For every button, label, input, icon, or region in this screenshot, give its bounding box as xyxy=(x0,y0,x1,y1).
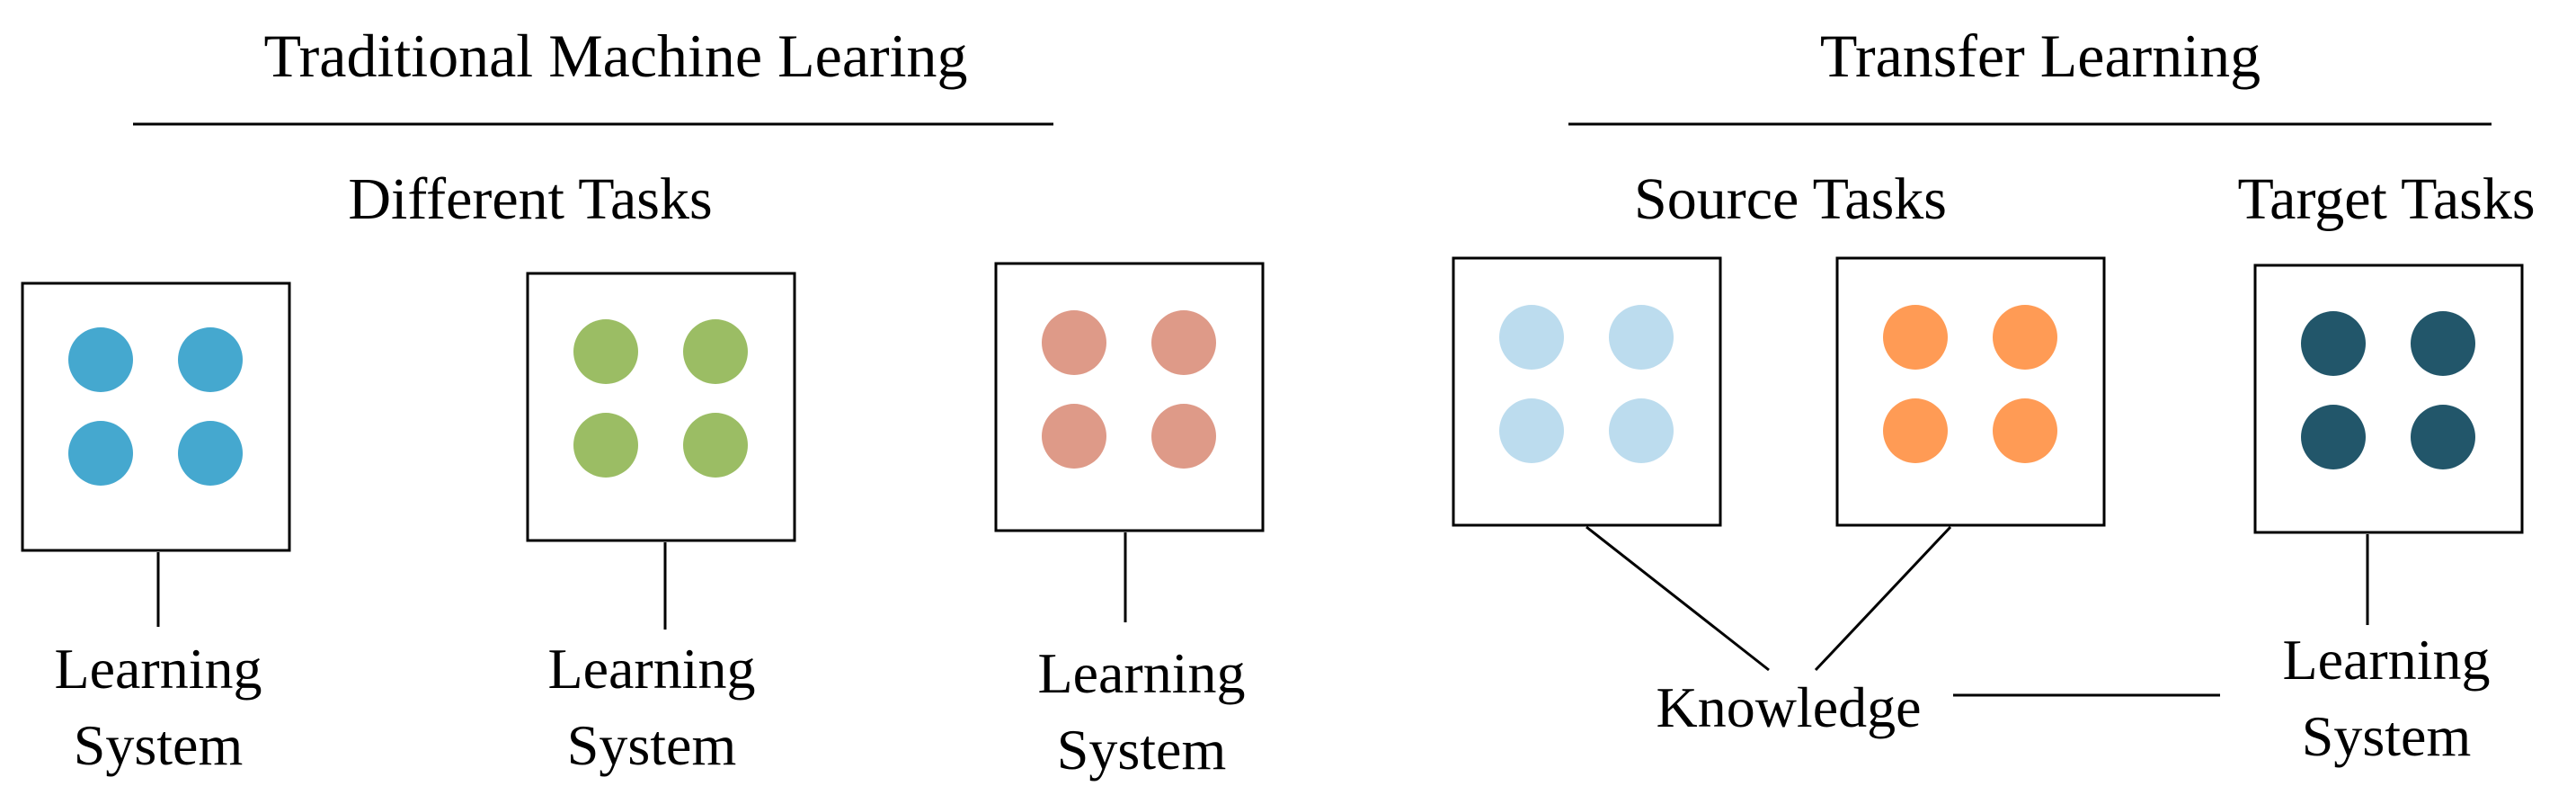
dot-2 xyxy=(2411,311,2475,376)
dot-2 xyxy=(1609,305,1674,370)
dot-2 xyxy=(1151,310,1216,375)
task-box xyxy=(2253,264,2524,534)
task-box xyxy=(21,281,291,552)
transfer-title: Transfer Learning xyxy=(1820,22,2261,90)
dot-4 xyxy=(1609,398,1674,463)
source-task-1 xyxy=(1452,256,1722,527)
dot-2 xyxy=(178,327,243,392)
target-tasks-label: Target Tasks xyxy=(2237,166,2535,232)
task-dots xyxy=(1042,310,1216,469)
dot-3 xyxy=(573,413,638,478)
traditional-task-1: Learning System xyxy=(21,281,291,777)
source2-to-knowledge-line xyxy=(1814,525,1952,672)
learning-system-label-line2: System xyxy=(1057,718,1226,782)
task-box xyxy=(994,262,1265,532)
dot-1 xyxy=(1042,310,1106,375)
dot-2 xyxy=(683,319,748,384)
source-tasks-label: Source Tasks xyxy=(1634,166,1947,232)
learning-system-label-line1: Learning xyxy=(2283,628,2491,692)
dot-2 xyxy=(1993,305,2057,370)
source-task-2 xyxy=(1835,256,2106,527)
learning-system-label-line1: Learning xyxy=(55,637,262,701)
task-dots xyxy=(573,319,748,478)
dot-4 xyxy=(1993,398,2057,463)
task-dots xyxy=(1883,305,2057,463)
target-task: Learning System xyxy=(2253,264,2524,768)
task-dots xyxy=(2301,311,2475,469)
traditional-title: Traditional Machine Learing xyxy=(263,22,967,90)
dot-1 xyxy=(573,319,638,384)
learning-system-label-line1: Learning xyxy=(1038,641,1246,705)
different-tasks-label: Different Tasks xyxy=(348,166,712,232)
task-dots xyxy=(68,327,243,486)
dot-1 xyxy=(1883,305,1948,370)
learning-system-label-line2: System xyxy=(74,713,243,777)
dot-1 xyxy=(68,327,133,392)
task-box xyxy=(1835,256,2106,527)
dot-1 xyxy=(2301,311,2366,376)
task-dots xyxy=(1499,305,1674,463)
dot-3 xyxy=(2301,405,2366,469)
dot-3 xyxy=(1042,404,1106,469)
knowledge-label: Knowledge xyxy=(1656,675,1921,739)
learning-system-label-line1: Learning xyxy=(548,637,756,701)
dot-4 xyxy=(178,421,243,486)
dot-1 xyxy=(1499,305,1564,370)
source1-to-knowledge-line xyxy=(1586,525,1770,672)
dot-3 xyxy=(1499,398,1564,463)
task-box xyxy=(526,272,796,542)
traditional-task-3: Learning System xyxy=(994,262,1265,782)
dot-3 xyxy=(68,421,133,486)
learning-system-label-line2: System xyxy=(567,713,736,777)
dot-4 xyxy=(683,413,748,478)
learning-system-label-line2: System xyxy=(2302,704,2471,768)
dot-4 xyxy=(2411,405,2475,469)
traditional-task-2: Learning System xyxy=(526,272,796,777)
dot-3 xyxy=(1883,398,1948,463)
dot-4 xyxy=(1151,404,1216,469)
task-box xyxy=(1452,256,1722,527)
